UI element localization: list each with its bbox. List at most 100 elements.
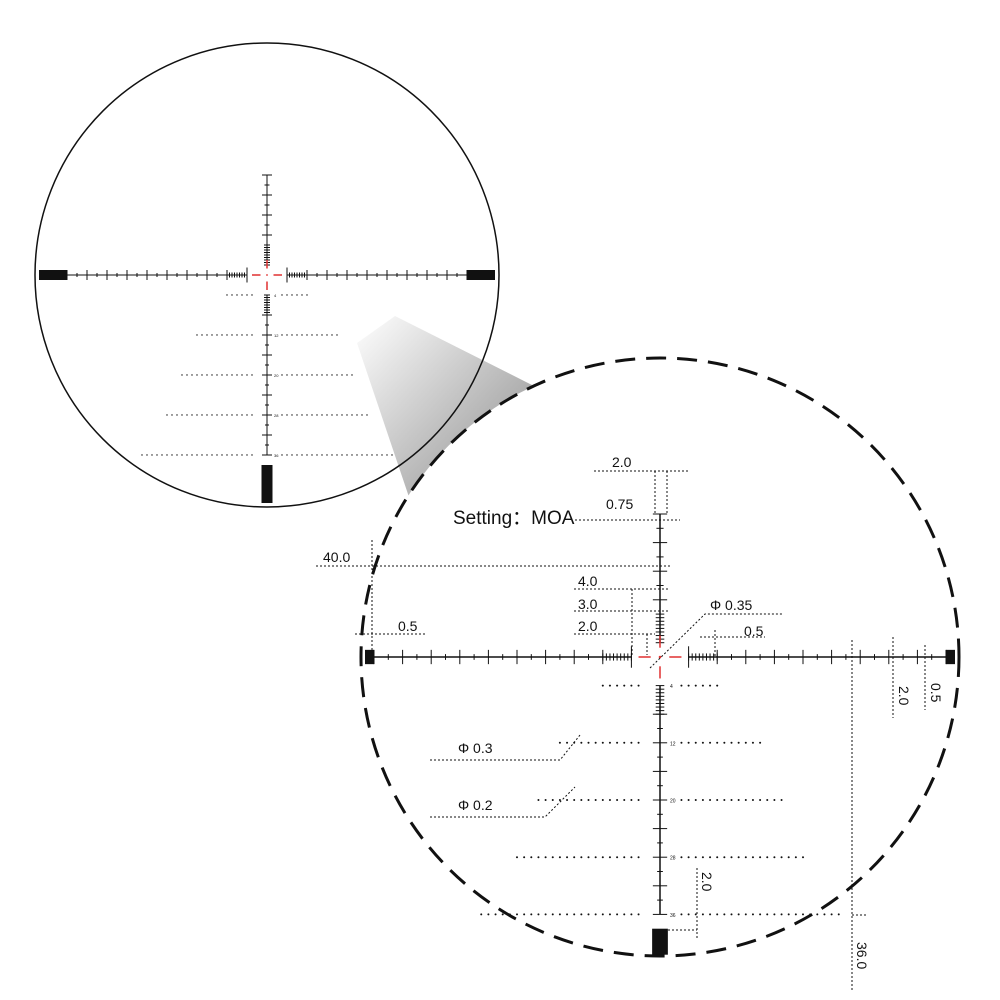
holdover-dot bbox=[701, 741, 704, 744]
holdover-dot bbox=[544, 913, 547, 916]
holdover-dot bbox=[346, 414, 348, 416]
holdover-dot bbox=[594, 798, 597, 802]
holdover-dot bbox=[680, 913, 683, 916]
holdover-dot bbox=[716, 913, 719, 916]
holdover-dot bbox=[694, 913, 697, 916]
holdover-dot bbox=[211, 414, 213, 416]
dim-top-post-width: 2.0 bbox=[612, 454, 632, 470]
holdover-dot bbox=[231, 454, 233, 456]
holdover-dot bbox=[351, 414, 353, 416]
holdover-dot bbox=[551, 798, 554, 802]
holdover-dot bbox=[311, 374, 313, 376]
holdover-dot bbox=[311, 454, 313, 456]
holdover-dot bbox=[680, 741, 683, 744]
holdover-dot bbox=[306, 414, 308, 416]
holdover-dot bbox=[601, 684, 604, 687]
dim-end-tick-height: 2.0 bbox=[896, 686, 912, 706]
holdover-dot bbox=[580, 798, 583, 802]
holdover-dot bbox=[544, 856, 547, 859]
holdover-dot bbox=[246, 334, 248, 336]
holdover-dot bbox=[191, 414, 193, 416]
holdover-dot bbox=[687, 913, 690, 916]
holdover-dot bbox=[730, 913, 733, 916]
holdover-dot bbox=[566, 856, 569, 859]
subtension-label: 20 bbox=[670, 799, 676, 805]
subtension-label: 4 bbox=[274, 293, 277, 298]
holdover-dot bbox=[608, 684, 611, 687]
holdover-dot bbox=[687, 856, 690, 859]
holdover-dot bbox=[766, 798, 769, 802]
holdover-dot bbox=[366, 414, 368, 416]
holdover-dot bbox=[331, 374, 333, 376]
holdover-dot bbox=[241, 414, 243, 416]
holdover-dot bbox=[201, 454, 203, 456]
holdover-dot bbox=[236, 414, 238, 416]
holdover-dot bbox=[286, 374, 288, 376]
holdover-dot bbox=[171, 454, 173, 456]
holdover-dot bbox=[723, 913, 726, 916]
holdover-dot bbox=[351, 454, 353, 456]
holdover-dot bbox=[291, 294, 293, 296]
holdover-dot bbox=[286, 414, 288, 416]
holdover-dot bbox=[723, 798, 726, 802]
holdover-dot bbox=[744, 741, 747, 744]
holdover-dot bbox=[191, 454, 193, 456]
holdover-dot bbox=[508, 913, 511, 916]
holdover-dot bbox=[226, 454, 228, 456]
holdover-dot bbox=[701, 684, 704, 687]
holdover-dot bbox=[616, 684, 619, 687]
holdover-dot bbox=[301, 334, 303, 336]
holdover-dot bbox=[616, 856, 619, 859]
holdover-dot bbox=[587, 798, 590, 802]
holdover-dot bbox=[291, 454, 293, 456]
holdover-dot bbox=[759, 913, 762, 916]
holdover-dot bbox=[356, 454, 358, 456]
holdover-dot bbox=[709, 798, 712, 802]
holdover-dot bbox=[630, 684, 633, 687]
dim-line-width: 0.75 bbox=[606, 496, 633, 512]
holdover-dot bbox=[291, 414, 293, 416]
holdover-dot bbox=[558, 741, 561, 744]
holdover-dot bbox=[680, 684, 683, 687]
holdover-dot bbox=[530, 913, 533, 916]
holdover-dot bbox=[801, 913, 805, 916]
holdover-dot bbox=[716, 798, 719, 802]
holdover-dot bbox=[336, 414, 338, 416]
dim-bottom-depth: 36.0 bbox=[854, 942, 870, 969]
holdover-dot bbox=[737, 798, 740, 802]
holdover-dot bbox=[751, 913, 754, 916]
holdover-dot bbox=[794, 856, 797, 859]
holdover-dot bbox=[206, 454, 208, 456]
holdover-dot bbox=[186, 454, 188, 456]
dim-tick-3: 3.0 bbox=[578, 596, 598, 612]
holdover-dot bbox=[321, 414, 323, 416]
holdover-dot bbox=[537, 856, 540, 859]
holdover-dot bbox=[616, 913, 619, 916]
holdover-dot bbox=[336, 454, 338, 456]
holdover-dot bbox=[336, 334, 338, 336]
holdover-dot bbox=[236, 334, 238, 336]
holdover-dot bbox=[623, 798, 626, 802]
holdover-dot bbox=[211, 334, 213, 336]
holdover-dot bbox=[381, 454, 383, 456]
holdover-dot bbox=[216, 414, 218, 416]
holdover-dot bbox=[616, 741, 619, 744]
holdover-dot bbox=[321, 374, 323, 376]
holdover-dot bbox=[630, 798, 633, 802]
holdover-dot bbox=[296, 374, 298, 376]
holdover-dot bbox=[281, 454, 283, 456]
holdover-dot bbox=[573, 856, 576, 859]
holdover-dot bbox=[386, 454, 388, 456]
holdover-dot bbox=[301, 454, 303, 456]
holdover-dot bbox=[716, 684, 719, 687]
holdover-dot bbox=[286, 294, 288, 296]
dim-dot-row-12: Φ 0.3 bbox=[458, 740, 493, 756]
holdover-dot bbox=[587, 913, 590, 916]
holdover-dot bbox=[759, 798, 762, 802]
holdover-dot bbox=[221, 454, 223, 456]
holdover-dot bbox=[737, 913, 740, 916]
holdover-dot bbox=[246, 454, 248, 456]
holdover-dot bbox=[241, 454, 243, 456]
